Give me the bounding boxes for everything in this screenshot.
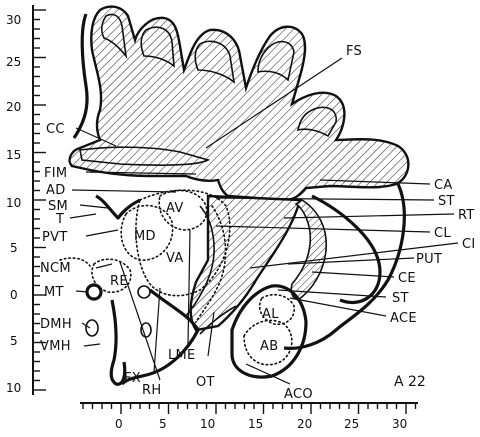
label-ace: ACE	[390, 311, 417, 326]
label-rh: RH	[142, 383, 161, 398]
cortex-outer-left	[74, 14, 87, 138]
external-capsule	[291, 200, 326, 300]
left-tick-label-0: 0	[10, 288, 18, 302]
bottom-tick-label-30: 30	[392, 417, 407, 431]
bottom-tick-label-5: 5	[159, 417, 167, 431]
label-ab: AB	[260, 339, 278, 354]
label-av: AV	[166, 201, 184, 216]
label-put: PUT	[416, 252, 442, 267]
left-scale-ticks	[33, 10, 46, 390]
cortex	[70, 7, 409, 200]
label-cc: CC	[46, 122, 65, 137]
bottom-scale: 0 5 10 15 20 25 30	[80, 403, 418, 431]
label-va: VA	[166, 251, 184, 266]
label-al: AL	[262, 307, 279, 322]
label-dmh: DMH	[40, 317, 72, 332]
label-st-lower: ST	[392, 291, 409, 306]
bottom-tick-label-0: 0	[115, 417, 123, 431]
label-ad: AD	[46, 183, 66, 198]
fornix-left	[86, 320, 98, 336]
label-re: RE	[110, 274, 128, 289]
label-st-upper: ST	[438, 194, 455, 209]
label-cl: CL	[434, 226, 451, 241]
label-t: T	[55, 212, 64, 227]
bottom-scale-ticks	[83, 403, 416, 414]
bottom-tick-label-25: 25	[344, 417, 359, 431]
left-tick-label-25: 25	[6, 55, 21, 69]
mammillothalamic-tract-right	[138, 286, 150, 298]
label-ce: CE	[398, 271, 416, 286]
hypothalamus-outline	[122, 290, 198, 384]
left-scale: 30 25 20 15 10 5 0 5 10	[6, 5, 46, 395]
label-vmh: VMH	[40, 339, 71, 354]
label-pvt: PVT	[42, 230, 68, 245]
white-matter	[70, 7, 409, 200]
third-ventricle-lower	[111, 300, 125, 384]
label-lme: LME	[168, 348, 196, 363]
bottom-tick-label-15: 15	[248, 417, 263, 431]
bottom-tick-label-10: 10	[200, 417, 215, 431]
label-fim: FIM	[44, 166, 67, 181]
label-fx: FX	[124, 371, 141, 386]
left-tick-label-10: 10	[6, 196, 21, 210]
label-ca: CA	[434, 178, 453, 193]
left-tick-label-neg5: 5	[10, 334, 18, 348]
mammillothalamic-tract-left	[87, 285, 101, 299]
bottom-tick-label-20: 20	[297, 417, 312, 431]
label-aco: ACO	[284, 387, 313, 402]
left-tick-label-20: 20	[6, 100, 21, 114]
label-md: MD	[134, 229, 156, 244]
label-ncm: NCM	[40, 261, 71, 276]
label-rt: RT	[458, 208, 475, 223]
left-tick-label-5: 5	[10, 241, 18, 255]
label-ci: CI	[462, 237, 476, 252]
label-mt: MT	[44, 285, 64, 300]
right-capsule-region	[191, 184, 405, 348]
left-tick-label-15: 15	[6, 148, 21, 162]
left-tick-label-neg10: 10	[6, 381, 21, 395]
label-fs: FS	[346, 44, 362, 59]
label-ot: OT	[196, 375, 215, 390]
plate-label: A 22	[394, 374, 426, 390]
left-tick-label-30: 30	[6, 13, 21, 27]
